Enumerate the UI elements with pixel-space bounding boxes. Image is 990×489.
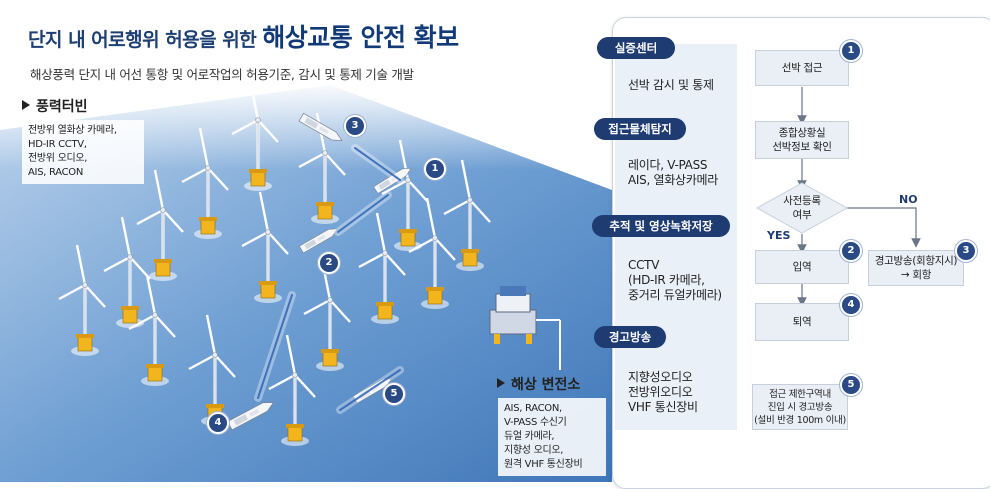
substation-equipment-item: AIS, RACON, <box>504 403 562 414</box>
triangle-bullet-icon <box>497 378 505 388</box>
wind-turbine <box>358 212 406 324</box>
center-desc-line: 선박 감시 및 통제 <box>628 78 714 92</box>
ships <box>227 112 412 431</box>
flow-approach-label: 선박 접근 <box>781 62 823 74</box>
ship-marker-3: 3 <box>344 115 366 137</box>
flow-num-5: 5 <box>840 374 862 396</box>
flow-restrict-label: 접근 제한구역내 <box>769 388 831 400</box>
title-main: 해상교통 안전 확보 <box>262 23 459 52</box>
substation-equipment-item: 지향성 오디오, <box>504 445 564 456</box>
wind-turbine <box>268 334 316 446</box>
route-arrow <box>354 147 401 181</box>
turbine-heading: 풍력터빈 <box>22 96 88 116</box>
tag-tracking: 추적 및 영상녹화저장 <box>592 215 730 237</box>
flow-warn-label: 경고방송(회항지시) <box>874 255 958 267</box>
ship-marker-5: 5 <box>383 383 405 405</box>
warning-desc-line: 지향성오디오 <box>628 370 693 384</box>
ship <box>227 402 275 431</box>
ship <box>373 167 412 195</box>
yes-label: YES <box>767 229 791 242</box>
tracking-desc-line: 중거리 듀얼카메라) <box>628 288 722 302</box>
wind-turbine <box>58 244 106 356</box>
flow-num-1: 1 <box>840 40 862 62</box>
wind-turbines <box>58 79 491 446</box>
equipment-column <box>615 44 737 430</box>
triangle-bullet-icon <box>22 100 30 110</box>
flow-num-4: 4 <box>840 294 862 316</box>
flow-exit-box: 퇴역 <box>755 303 849 341</box>
no-label: NO <box>899 193 918 206</box>
substation-equipment-item: V-PASS 수신기 <box>504 417 567 428</box>
warning-desc-line: 전방위오디오 <box>628 385 693 399</box>
flow-num-3: 3 <box>955 240 977 262</box>
ship-route-arrows <box>254 144 404 414</box>
substation-icon <box>489 286 561 370</box>
wind-turbine <box>181 127 229 239</box>
detection-desc: 레이다, V-PASS AIS, 열화상카메라 <box>628 158 718 188</box>
wind-turbine <box>443 159 491 271</box>
route-arrow <box>339 369 401 411</box>
wind-turbine <box>298 112 346 224</box>
flow-decision: 사전등록 여부 <box>767 192 837 224</box>
tracking-desc: CCTV (HD-IR 카메라, 중거리 듀얼카메라) <box>628 258 722 303</box>
warning-desc: 지향성오디오 전방위오디오 VHF 통신장비 <box>628 370 698 415</box>
turbine-equipment-item: HD-IR CCTV, <box>28 139 87 150</box>
ship <box>298 112 343 142</box>
wind-turbine <box>241 191 289 303</box>
tag-detection: 접근물체탐지 <box>594 118 686 140</box>
flow-exit-label: 퇴역 <box>792 316 812 328</box>
flow-decision-label: 여부 <box>792 209 812 221</box>
wind-turbine <box>136 169 184 281</box>
ship <box>298 228 339 254</box>
flow-confirm-box: 종합상황실 선박정보 확인 <box>755 121 849 159</box>
center-desc: 선박 감시 및 통제 <box>628 78 714 93</box>
flow-enter-box: 입역 <box>755 250 849 284</box>
turbine-heading-label: 풍력터빈 <box>36 99 88 115</box>
flow-restrict-box: 접근 제한구역내 진입 시 경고방송 (설비 반경 100m 이내) <box>752 384 848 430</box>
tag-center: 실증센터 <box>597 37 675 59</box>
ship-marker-2: 2 <box>318 252 340 274</box>
page-subtitle: 해상풍력 단지 내 어선 통항 및 어로작업의 허용기준, 감시 및 통제 기술… <box>30 67 414 82</box>
substation-equipment-item: 듀얼 카메라, <box>504 431 555 442</box>
ship-marker-4: 4 <box>207 412 229 434</box>
flow-num-2: 2 <box>840 240 862 262</box>
decision-diamond <box>755 182 849 234</box>
wind-turbine <box>103 216 151 328</box>
flow-confirm-label: 종합상황실 <box>778 127 826 139</box>
turbine-equipment-item: 전방위 열화상 카메라, <box>28 125 117 136</box>
detection-desc-line: 레이다, V-PASS <box>628 158 708 172</box>
flow-connectors <box>755 87 921 307</box>
tracking-desc-line: (HD-IR 카메라, <box>628 273 705 287</box>
substation-equipment-list: AIS, RACON, V-PASS 수신기 듀얼 카메라, 지향성 오디오, … <box>498 398 606 476</box>
flow-warn-box: 경고방송(회항지시) → 회항 <box>868 250 964 286</box>
arrow-decision-warn <box>847 207 921 248</box>
wind-turbine <box>408 197 456 309</box>
wind-turbine <box>128 274 176 386</box>
turbine-equipment-list: 전방위 열화상 카메라, HD-IR CCTV, 전방위 오디오, AIS, R… <box>22 120 144 184</box>
flow-restrict-label: (설비 반경 100m 이내) <box>754 414 846 426</box>
flow-approach-box: 선박 접근 <box>755 50 849 86</box>
warning-desc-line: VHF 통신장비 <box>628 400 698 414</box>
flow-restrict-label: 진입 시 경고방송 <box>767 401 833 413</box>
wind-turbine <box>231 79 279 191</box>
flow-decision-label: 사전등록 <box>783 195 821 207</box>
wind-turbine <box>303 259 351 371</box>
title-prefix: 단지 내 어로행위 허용을 위한 <box>28 29 257 51</box>
flow-warn-label: → 회항 <box>900 269 932 281</box>
tag-warning: 경고방송 <box>594 326 666 348</box>
turbine-equipment-item: 전방위 오디오, <box>28 153 88 164</box>
route-arrow <box>337 194 389 233</box>
substation-heading: 해상 변전소 <box>497 374 580 394</box>
detection-desc-line: AIS, 열화상카메라 <box>628 173 718 187</box>
flow-enter-label: 입역 <box>792 261 812 273</box>
substation-heading-label: 해상 변전소 <box>511 377 581 393</box>
tracking-desc-line: CCTV <box>628 258 660 272</box>
flow-confirm-label: 선박정보 확인 <box>772 141 832 153</box>
substation-equipment-item: 원격 VHF 통신장비 <box>504 459 583 470</box>
turbine-equipment-item: AIS, RACON <box>28 167 84 178</box>
route-arrow <box>257 294 293 399</box>
ship-marker-1: 1 <box>424 158 446 180</box>
